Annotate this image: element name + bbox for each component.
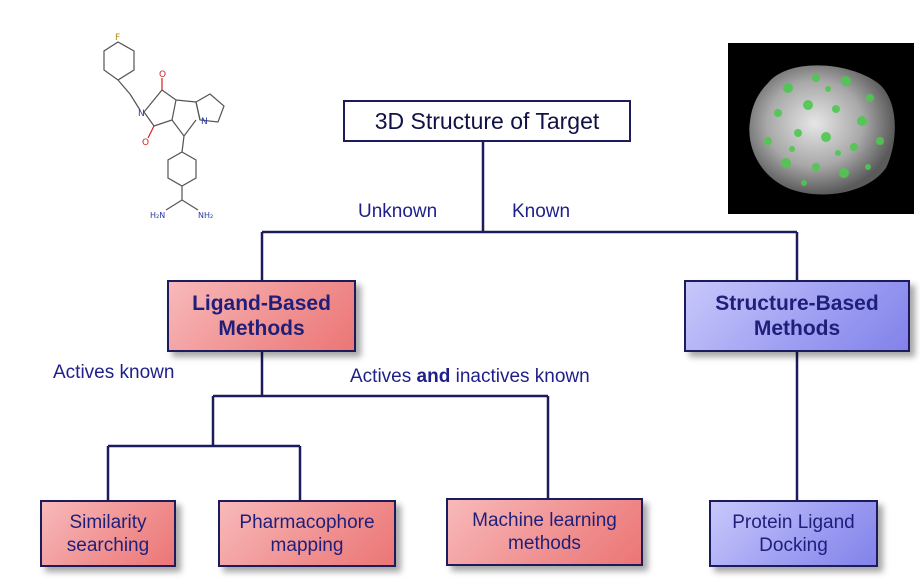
structure-based-methods-label: Structure-Based Methods [715,292,879,340]
fluorine-atom-label: F [115,33,120,43]
protein-surface-image [728,43,914,214]
unknown-branch-label: Unknown [358,201,438,222]
nitrogen-atom-label: N [201,117,208,127]
known-branch-label: Known [512,201,571,222]
amine-label: H₂N [150,211,165,220]
pharmacophore-mapping-label: Pharmacophore mapping [239,511,375,556]
and-word: and [416,366,451,387]
protein-ligand-docking-label: Protein Ligand Docking [732,511,855,556]
oxygen-atom-label: O [159,70,166,80]
nitrogen-atom-label: N [138,109,145,119]
ligand-molecule-image: F N O O N H₂N NH₂ [103,33,225,220]
similarity-searching-box: Similarity searching [40,500,176,567]
similarity-searching-label: Similarity searching [66,511,150,556]
machine-learning-label: Machine learning methods [472,510,617,554]
protein-ligand-docking-box: Protein Ligand Docking [709,500,878,567]
actives-known-label: Actives known [53,362,175,383]
pharmacophore-mapping-box: Pharmacophore mapping [218,500,396,567]
target-structure-box: 3D Structure of Target [343,100,631,142]
target-structure-label: 3D Structure of Target [374,107,600,134]
inactives-known-words: inactives known [455,366,590,387]
amine-label: NH₂ [198,211,213,220]
structure-based-methods-box: Structure-Based Methods [684,280,910,352]
actives-word: Actives [350,366,412,387]
actives-and-inactives-label: Actives and inactives known [350,366,590,388]
machine-learning-box: Machine learning methods [446,498,643,566]
ligand-based-methods-box: Ligand-Based Methods [167,280,356,352]
oxygen-atom-label: O [142,138,149,148]
ligand-based-methods-label: Ligand-Based Methods [192,292,331,340]
